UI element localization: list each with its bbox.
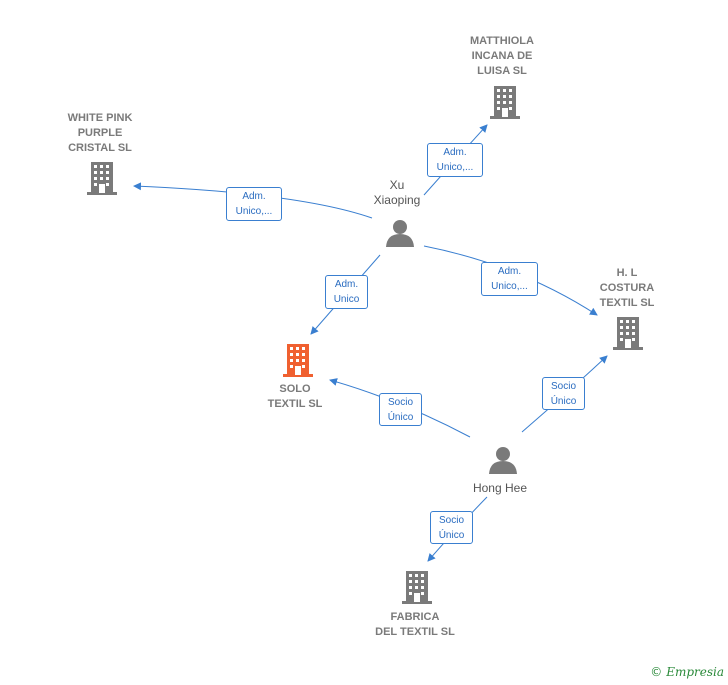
- person-icon[interactable]: [488, 446, 518, 474]
- edge-label-xu-whitepink[interactable]: Adm. Unico,...: [226, 187, 282, 221]
- company-label-white-pink[interactable]: WHITE PINK PURPLE CRISTAL SL: [67, 112, 133, 154]
- footer-brand: ©Empresia: [650, 665, 724, 679]
- person-label-xu[interactable]: Xu Xiaoping: [373, 178, 421, 207]
- building-icon-focus[interactable]: [283, 344, 313, 377]
- building-icon[interactable]: [87, 162, 117, 195]
- brand-name: Empresia: [666, 665, 724, 679]
- edge-label-xu-hlcostura[interactable]: Adm. Unico,...: [481, 262, 538, 296]
- person-icon[interactable]: [385, 219, 415, 247]
- edge-label-honghee-solotextil[interactable]: Socio Único: [379, 393, 422, 426]
- company-label-hl-costura[interactable]: H. L COSTURA TEXTIL SL: [599, 267, 655, 309]
- building-icon[interactable]: [490, 86, 520, 119]
- edge-label-honghee-fabrica[interactable]: Socio Único: [430, 511, 473, 544]
- edge-label-xu-solotextil[interactable]: Adm. Unico: [325, 275, 368, 309]
- company-label-matthiola[interactable]: MATTHIOLA INCANA DE LUISA SL: [470, 35, 534, 77]
- company-label-fabrica[interactable]: FABRICA DEL TEXTIL SL: [375, 611, 455, 638]
- building-icon[interactable]: [613, 317, 643, 350]
- person-label-hong-hee[interactable]: Hong Hee: [472, 481, 528, 495]
- copyright-symbol: ©: [650, 665, 663, 679]
- company-label-solo-textil[interactable]: SOLO TEXTIL SL: [267, 383, 323, 410]
- edge-label-honghee-hlcostura[interactable]: Socio Único: [542, 377, 585, 410]
- building-icon[interactable]: [402, 571, 432, 604]
- edge-label-xu-matthiola[interactable]: Adm. Unico,...: [427, 143, 483, 177]
